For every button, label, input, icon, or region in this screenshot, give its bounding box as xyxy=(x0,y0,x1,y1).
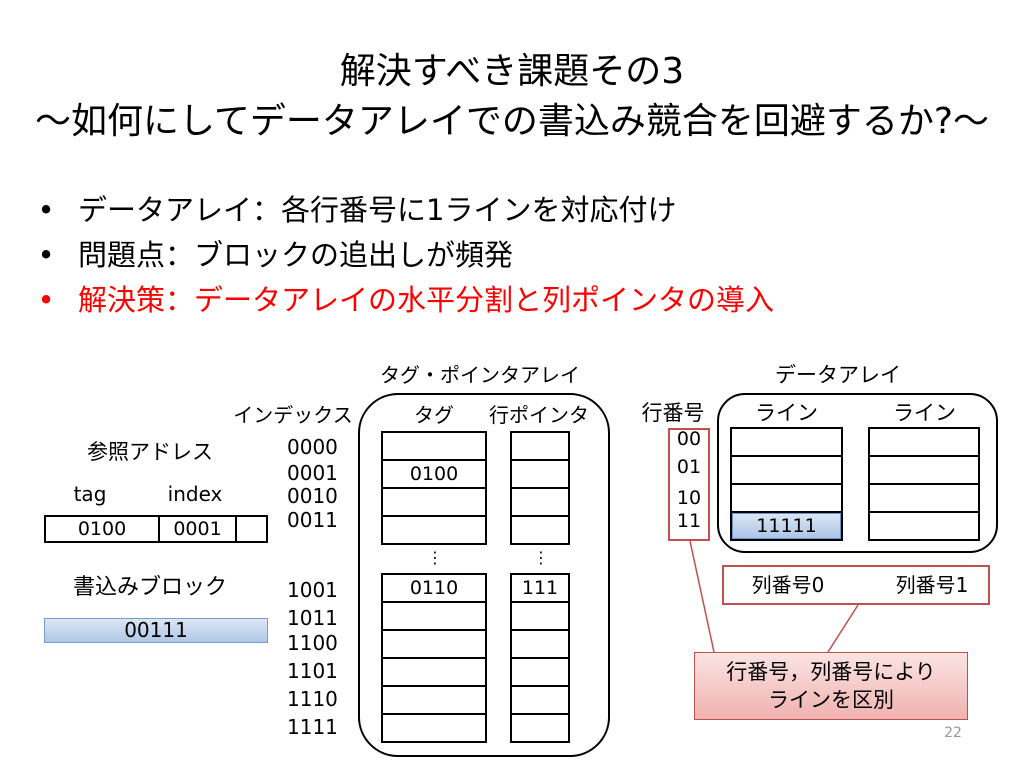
tag-cell xyxy=(383,515,485,543)
index-label: 1001 xyxy=(287,578,338,602)
row-number-box xyxy=(668,428,710,541)
pointer-cell xyxy=(512,657,568,685)
index-label: 1101 xyxy=(287,659,338,683)
pointer-column-lower: 111 xyxy=(510,573,570,743)
tag-column-upper: 0100 xyxy=(381,431,487,545)
write-block-label: 書込みブロック xyxy=(72,575,227,600)
column-number-label-0: 列番号0 xyxy=(751,573,825,597)
bullet-text: 問題点：ブロックの追出しが頻発 xyxy=(78,238,514,272)
pointer-cell xyxy=(512,433,568,459)
index-header: インデックス xyxy=(233,403,353,427)
pointer-cell: 111 xyxy=(521,577,559,599)
data-line-cell xyxy=(870,455,978,483)
column-number-label-1: 列番号1 xyxy=(895,573,969,597)
tag-cell xyxy=(383,433,485,459)
data-line-cell xyxy=(870,483,978,511)
data-array-container xyxy=(717,393,998,553)
tag-cell xyxy=(383,657,485,685)
callout-box: 行番号，列番号により ラインを区別 xyxy=(694,652,968,720)
index-label: 0000 xyxy=(287,435,338,459)
index-label: 0001 xyxy=(287,461,338,485)
tag-column-ellipsis: ⋮ xyxy=(427,548,443,567)
line-header-0: ライン xyxy=(755,401,818,425)
bullet-dot: • xyxy=(37,193,55,227)
write-block-box: 00111 xyxy=(44,618,268,643)
row-number-header: 行番号 xyxy=(641,401,705,425)
callout-line1: 行番号，列番号により xyxy=(726,660,936,684)
index-label: 1110 xyxy=(287,687,338,711)
row-pointer-header: 行ポインタ xyxy=(489,403,589,427)
pointer-cell xyxy=(512,459,568,487)
tag-column-lower: 0110 xyxy=(381,573,487,743)
bullet-text: データアレイ：各行番号に1ラインを対応付け xyxy=(78,193,677,227)
pointer-column-ellipsis: ⋮ xyxy=(533,548,549,567)
index-label: 0011 xyxy=(287,508,338,532)
pointer-cell xyxy=(512,713,568,741)
index-label: 1011 xyxy=(287,606,338,630)
data-line-cell xyxy=(732,455,841,483)
tag-cell xyxy=(383,487,485,515)
address-index-cell: 0001 xyxy=(160,517,237,541)
pointer-column-upper xyxy=(510,431,570,545)
page-title-line1: 解決すべき課題その3 xyxy=(339,51,685,92)
index-label: 0010 xyxy=(287,484,338,508)
index-label: 1100 xyxy=(287,631,338,655)
address-offset-cell xyxy=(237,517,266,541)
pointer-cell xyxy=(512,515,568,543)
reference-address-label: 参照アドレス xyxy=(87,440,213,464)
data-line-cell xyxy=(870,511,978,539)
address-tag-label: tag xyxy=(73,482,107,506)
address-index-label: index xyxy=(167,482,223,506)
tag-cell xyxy=(383,629,485,657)
bullet-item-emphasis: • 解決策：データアレイの水平分割と列ポインタの導入 xyxy=(0,280,1000,320)
line-column-1 xyxy=(868,427,980,541)
callout-line2: ラインを区別 xyxy=(768,688,894,712)
row-number-label: 01 xyxy=(676,456,702,478)
tag-pointer-array-container xyxy=(358,393,610,757)
bullet-item: • 問題点：ブロックの追出しが頻発 xyxy=(0,235,1000,275)
row-number-label: 10 xyxy=(676,487,702,509)
bullet-text: 解決策：データアレイの水平分割と列ポインタの導入 xyxy=(78,283,775,317)
index-label: 1111 xyxy=(287,715,338,739)
data-line-cell xyxy=(870,429,978,455)
row-number-connector-line xyxy=(689,540,715,653)
tag-pointer-array-title: タグ・ポインタアレイ xyxy=(380,363,580,387)
tag-cell: 0110 xyxy=(409,577,459,599)
data-line-cell xyxy=(732,429,841,455)
tag-cell: 0100 xyxy=(383,459,485,487)
column-number-box: 列番号0 列番号1 xyxy=(722,565,990,605)
tag-cell xyxy=(383,601,485,629)
page-title-line2: ～如何にしてデータアレイでの書込み競合を回避するか?～ xyxy=(34,101,990,142)
tag-header: タグ xyxy=(414,403,454,427)
address-box: 0100 0001 xyxy=(44,515,268,543)
column-number-connector-line xyxy=(827,604,859,653)
tag-cell xyxy=(383,713,485,741)
pointer-cell xyxy=(512,685,568,713)
line-column-0: 11111 xyxy=(730,427,843,541)
bullet-dot: • xyxy=(37,283,55,317)
row-number-label: 11 xyxy=(676,510,702,532)
pointer-cell xyxy=(512,629,568,657)
data-line-cell-written: 11111 xyxy=(732,511,841,539)
data-line-cell xyxy=(732,483,841,511)
line-header-1: ライン xyxy=(893,401,956,425)
address-tag-cell: 0100 xyxy=(46,517,160,541)
pointer-cell xyxy=(512,487,568,515)
bullet-dot: • xyxy=(37,238,55,272)
data-array-title: データアレイ xyxy=(775,363,901,387)
bullet-item: • データアレイ：各行番号に1ラインを対応付け xyxy=(0,190,1000,230)
row-number-label: 00 xyxy=(676,428,702,450)
page-number: 22 xyxy=(944,725,962,741)
tag-cell xyxy=(383,685,485,713)
pointer-cell xyxy=(512,601,568,629)
